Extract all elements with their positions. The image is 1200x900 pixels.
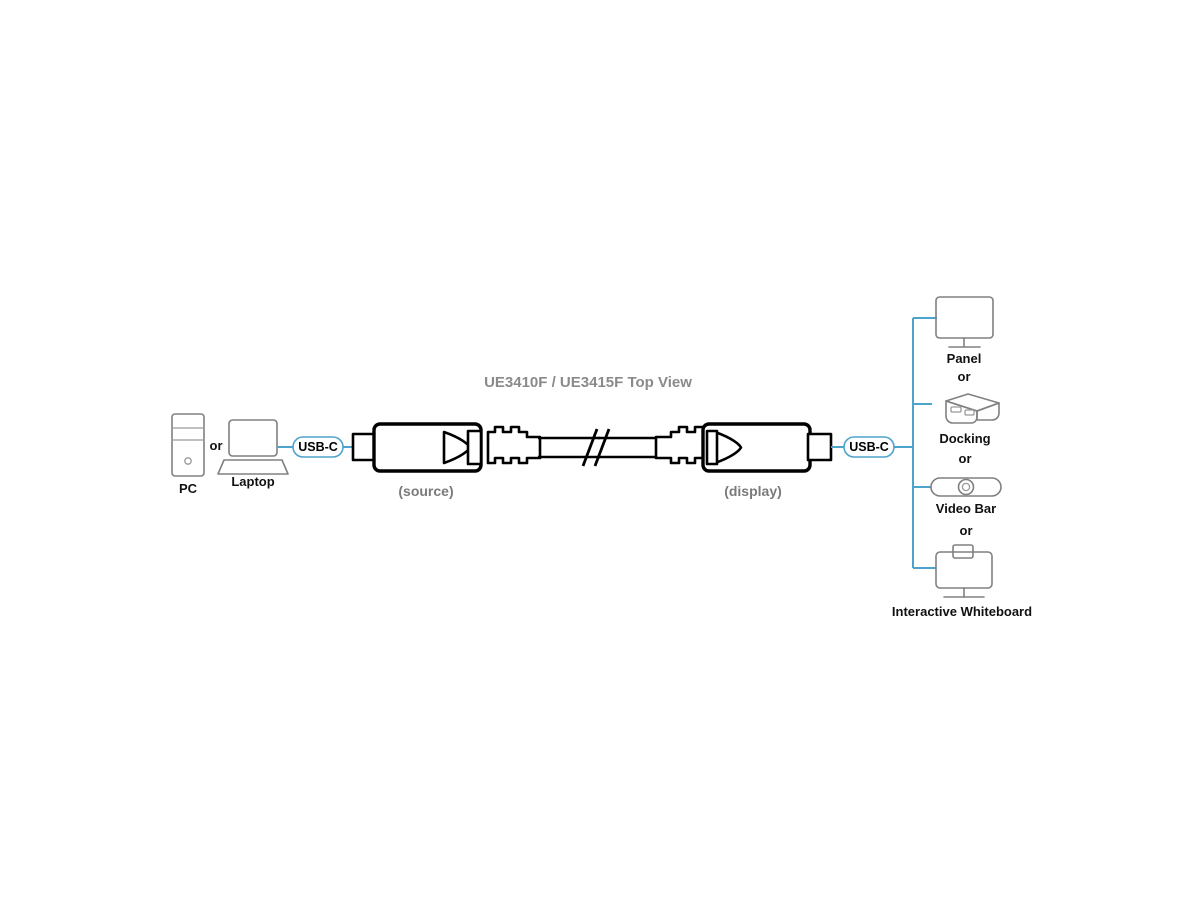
source-strain-relief bbox=[486, 425, 542, 465]
pc-tower-icon bbox=[171, 413, 205, 477]
cable-run-left bbox=[538, 436, 600, 459]
interactive-whiteboard-label: Interactive Whiteboard bbox=[892, 604, 1032, 619]
docking-station-icon bbox=[945, 393, 1000, 424]
monitor-icon bbox=[935, 296, 994, 348]
docking-label: Docking bbox=[939, 431, 990, 446]
cable-break-symbol bbox=[581, 428, 611, 467]
cable-run-right bbox=[598, 436, 657, 459]
whiteboard-icon bbox=[935, 544, 993, 598]
laptop-label: Laptop bbox=[231, 474, 274, 489]
usb-c-badge-display: USB-C bbox=[843, 436, 895, 458]
laptop-icon bbox=[217, 419, 289, 475]
display-conjunction-1: or bbox=[958, 369, 971, 384]
usb-c-badge-source-label: USB-C bbox=[298, 440, 338, 454]
display-strain-relief bbox=[654, 425, 712, 465]
source-conjunction-label: or bbox=[210, 438, 223, 453]
video-bar-label: Video Bar bbox=[936, 501, 996, 516]
diagram-title: UE3410F / UE3415F Top View bbox=[484, 374, 692, 391]
device-branch-tree bbox=[894, 317, 937, 569]
display-end-label: (display) bbox=[724, 483, 782, 499]
display-conjunction-3: or bbox=[960, 523, 973, 538]
usb-c-badge-source: USB-C bbox=[292, 436, 344, 458]
source-end-label: (source) bbox=[398, 483, 453, 499]
display-plug-tip bbox=[806, 432, 833, 462]
display-conjunction-2: or bbox=[959, 451, 972, 466]
display-connector-body bbox=[701, 422, 812, 473]
panel-label: Panel bbox=[947, 351, 982, 366]
video-bar-icon bbox=[930, 477, 1002, 497]
usb-c-badge-display-label: USB-C bbox=[849, 440, 889, 454]
source-connector-body bbox=[372, 422, 483, 473]
pc-label: PC bbox=[179, 481, 198, 496]
